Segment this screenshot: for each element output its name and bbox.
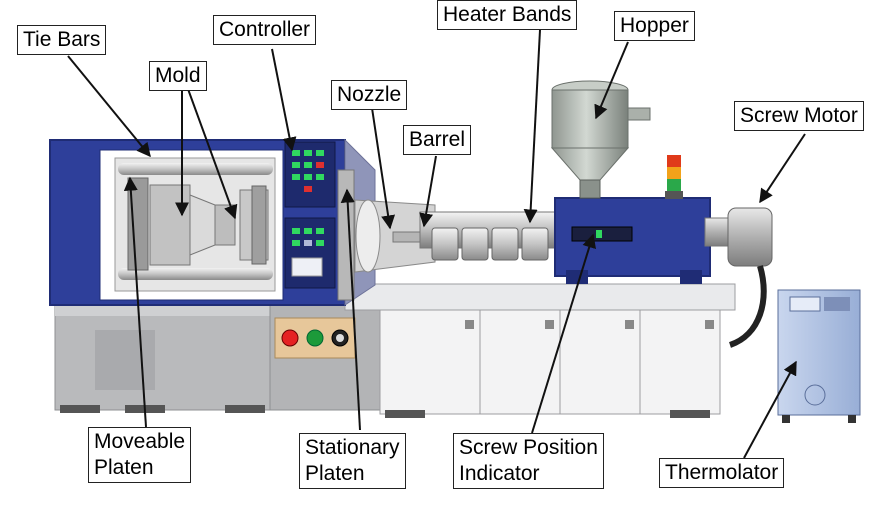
label-moveable-platen-line2: Platen [94,456,154,479]
label-hopper: Hopper [614,11,695,41]
label-stationary-platen-line1: Stationary [305,436,400,459]
control-buttons [274,317,356,359]
label-screw-motor: Screw Motor [734,101,864,131]
mold-drawing [127,177,269,271]
label-stationary-platen-line2: Platen [305,462,365,485]
label-thermolator: Thermolator [659,458,785,488]
label-controller: Controller [213,15,317,45]
label-tie-bars: Tie Bars [17,25,107,55]
label-screw-position-indicator-line2: Indicator [459,462,540,485]
thermolator-drawing [777,289,861,423]
label-barrel: Barrel [403,125,472,155]
label-moveable-platen-line1: Moveable [94,430,186,453]
signal-lamp [665,155,683,199]
label-heater-bands: Heater Bands [437,0,578,30]
label-moveable-platen: Moveable Platen [88,427,192,483]
hopper-drawing [550,80,651,199]
label-stationary-platen: Stationary Platen [299,433,406,489]
injection-unit-cabinet [344,283,736,418]
screw-motor-drawing [727,207,773,348]
tie-bars-drawing [118,163,273,280]
label-nozzle: Nozzle [331,80,408,110]
nozzle-drawing [354,199,436,273]
controller-panel [284,141,336,289]
label-screw-position-indicator: Screw Position Indicator [453,433,604,489]
label-mold: Mold [149,61,207,91]
label-screw-position-indicator-line1: Screw Position [459,436,598,459]
barrel-drawing [419,211,561,261]
pointer-arrows [67,29,806,459]
